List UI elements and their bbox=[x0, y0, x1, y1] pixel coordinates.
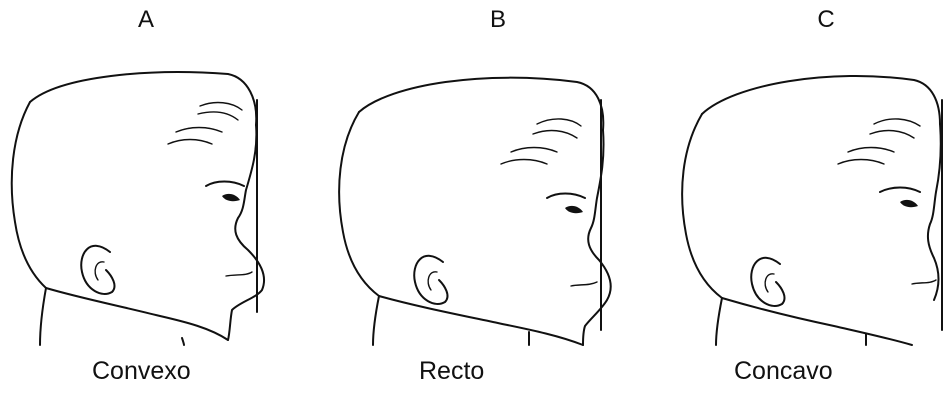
panel-letter: A bbox=[126, 6, 166, 34]
concave-profile-drawing bbox=[630, 40, 945, 345]
panel-caption: Recto bbox=[419, 356, 484, 386]
panel-letter: B bbox=[478, 6, 518, 34]
panel-caption: Concavo bbox=[734, 356, 833, 386]
panel-concave: C Concavo bbox=[630, 0, 945, 398]
convex-profile-drawing bbox=[0, 40, 315, 345]
panel-straight: B Recto bbox=[315, 0, 630, 398]
panel-caption: Convexo bbox=[92, 356, 191, 386]
panel-letter: C bbox=[806, 6, 846, 34]
panel-convex: A Convexo bbox=[0, 0, 315, 398]
straight-profile-drawing bbox=[315, 40, 630, 345]
